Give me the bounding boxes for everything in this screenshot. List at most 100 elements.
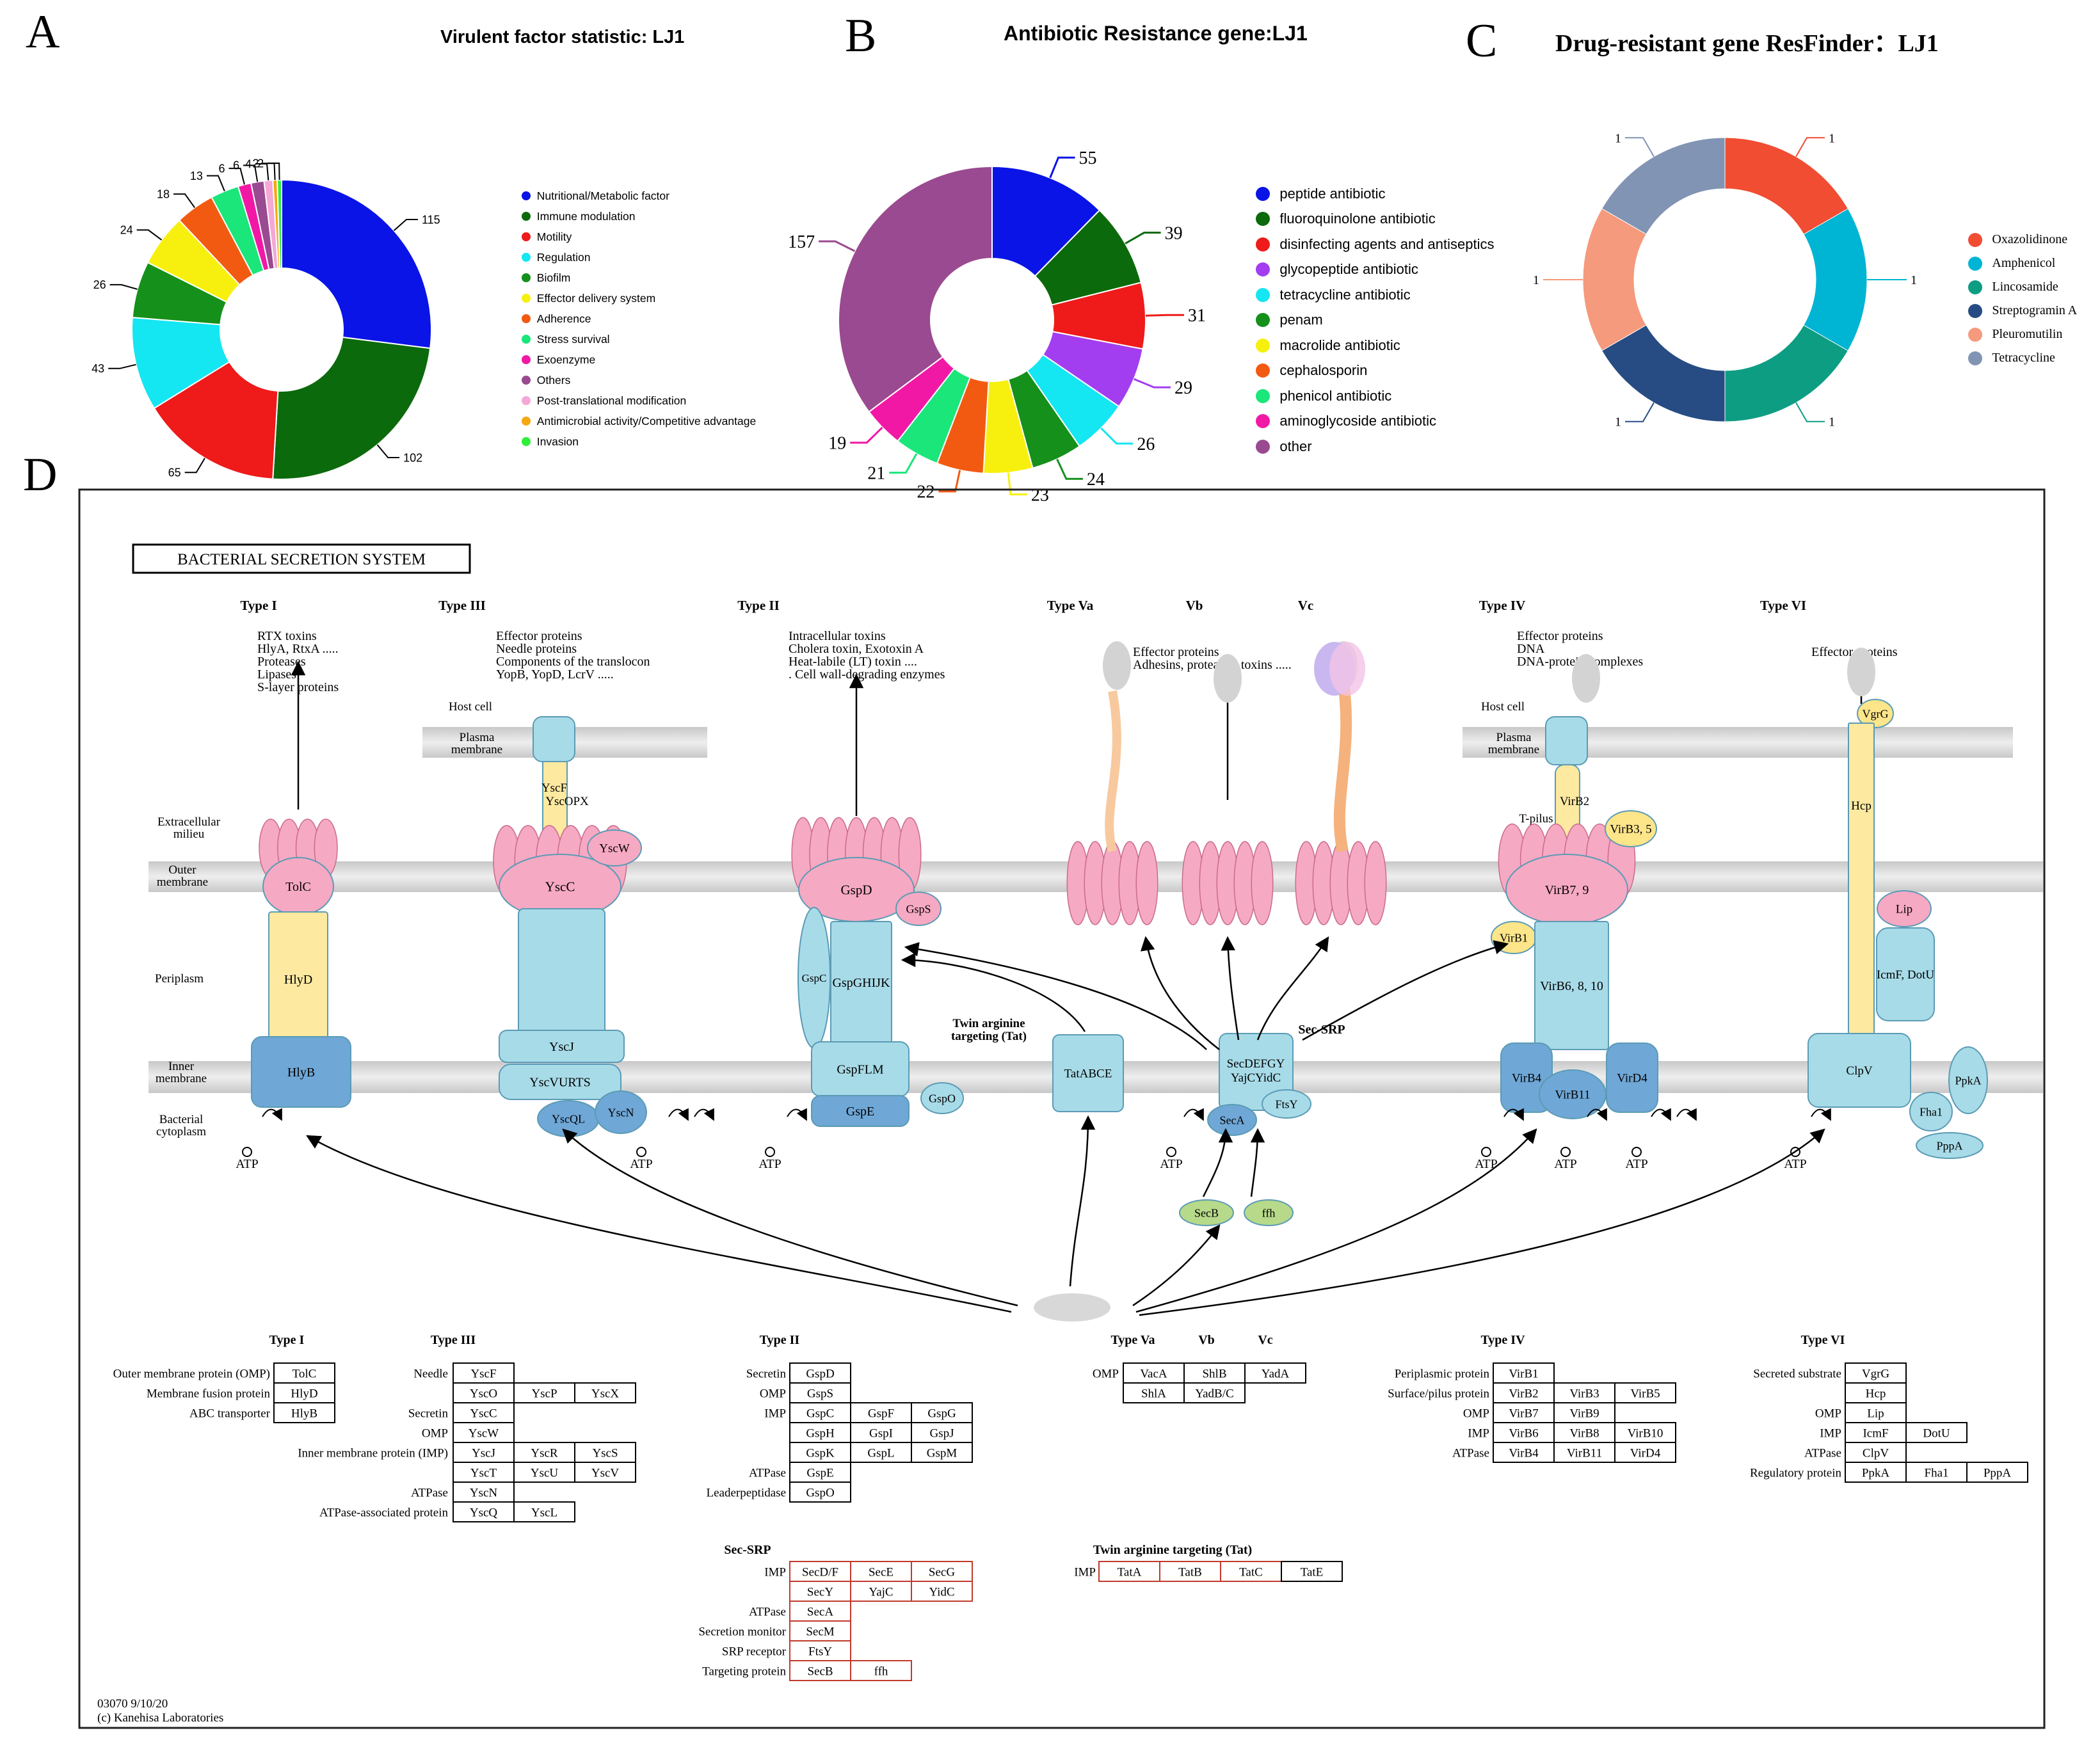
table-type6-cell — [1845, 1422, 1907, 1443]
secreted-type3: Effector proteins — [496, 629, 582, 643]
legend-swatch — [1968, 256, 1982, 271]
secreted-type3: YopB, YopD, LcrV ..... — [496, 667, 614, 682]
legend-item-disinfecting-agents-and-antiseptics: disinfecting agents and antiseptics — [1256, 232, 1495, 257]
type3-basal-body — [518, 908, 605, 1037]
protein-virb6810 — [1534, 921, 1609, 1050]
kegg-title: BACTERIAL SECRETION SYSTEM — [177, 551, 426, 568]
table-type1-gene-hlyd: HlyD — [291, 1387, 317, 1400]
table-tat-gene-tate: TatE — [1301, 1565, 1324, 1579]
legend-swatch — [1256, 439, 1270, 454]
protein-yscn — [595, 1090, 647, 1134]
legend-item-glycopeptide-antibiotic: glycopeptide antibiotic — [1256, 257, 1495, 283]
leader-line — [136, 229, 163, 241]
legend-item-aminoglycoside-antibiotic: aminoglycoside antibiotic — [1256, 409, 1495, 435]
protein-pppa-label: PppA — [1936, 1139, 1962, 1152]
type-label-type-iv: Type IV — [1479, 598, 1526, 613]
table-type6-gene-dotu: DotU — [1923, 1426, 1950, 1440]
pathway-arrow — [1302, 940, 1509, 1041]
table-type6-row-label: IMP — [1820, 1426, 1841, 1440]
table-type2-gene-gspo: GspO — [806, 1486, 834, 1499]
table-type1-gene-hlyb: HlyB — [291, 1407, 317, 1420]
pathway-arrow — [901, 952, 1086, 1032]
protein-gsps-label: GspS — [906, 902, 931, 915]
leader-line — [1056, 458, 1083, 480]
legend-label: Immune modulation — [536, 209, 636, 223]
table-type4-gene-virb6: VirB6 — [1509, 1426, 1538, 1440]
legend-swatch — [1968, 232, 1982, 247]
data-label: 1 — [1829, 131, 1835, 145]
table-secsrp-gene-secg: SecG — [929, 1565, 955, 1579]
compartment-inner-membrane: membrane — [156, 1072, 207, 1085]
slice-streptogramin-a — [1601, 324, 1726, 422]
table-secsrp-cell — [850, 1581, 912, 1602]
table-type3-row-label: OMP — [422, 1426, 448, 1440]
chart-b-title: Antibiotic Resistance gene:LJ1 — [1004, 22, 1308, 45]
secreted-type2: Intracellular toxins — [789, 629, 886, 643]
protein-yscopx: YscOPX — [545, 795, 589, 808]
slice-amphenicol — [1803, 208, 1868, 351]
legend-label: Effector delivery system — [536, 291, 656, 305]
leader-line — [268, 163, 280, 180]
legend-swatch — [1256, 388, 1270, 403]
legend-swatch — [522, 396, 531, 405]
secreted-type3: Needle proteins — [496, 642, 577, 656]
protein-fha1-label: Fha1 — [1920, 1105, 1943, 1118]
legend-item-exoenzyme: Exoenzyme — [522, 349, 756, 370]
legend-swatch — [522, 376, 531, 385]
legend-item-phenicol-antibiotic: phenicol antibiotic — [1256, 383, 1495, 409]
table-type3-gene-yscs: YscS — [592, 1446, 618, 1460]
secreted-substrate — [1214, 654, 1242, 703]
table-type6-gene-ppka: PpkA — [1862, 1466, 1890, 1480]
table-type2-gene-gspj: GspJ — [929, 1426, 954, 1440]
table-type2-row-label: Secretin — [746, 1367, 787, 1380]
secreted-type2: Heat-labile (LT) toxin .... — [789, 655, 917, 669]
table-secsrp-gene-secd-f: SecD/F — [802, 1565, 838, 1579]
legend-label: Others — [536, 373, 571, 387]
compartment-host-cell-right: Host cell — [1481, 700, 1525, 714]
protein-virb2: VirB2 — [1560, 795, 1589, 808]
chart-a-title: Virulent factor statistic: LJ1 — [440, 27, 685, 47]
legend-label: Antimicrobial activity/Competitive advan… — [536, 414, 757, 427]
table-type3-gene-yscn: YscN — [470, 1486, 498, 1499]
needle-tip — [533, 716, 575, 762]
pathway-arrow — [1132, 1224, 1221, 1307]
table-type6-gene-clpv: ClpV — [1863, 1446, 1889, 1460]
legend-swatch — [1256, 186, 1270, 201]
compartment-plasma-membrane: Plasma — [460, 731, 495, 744]
protein-lip-label: Lip — [1896, 903, 1912, 916]
secreted-type1: HlyA, RtxA ..... — [257, 642, 339, 656]
table-type2-row-label: Leaderpeptidase — [707, 1486, 786, 1499]
leader-line — [206, 175, 225, 192]
protein-gsps — [895, 891, 942, 926]
pathway-arrow — [1221, 936, 1240, 1041]
table-secsrp-cell — [911, 1561, 973, 1582]
legend-item-cephalosporin: cephalosporin — [1256, 358, 1495, 384]
atp-arrow — [787, 1108, 807, 1121]
leader-line — [1625, 137, 1655, 157]
kegg-footer-copy: (c) Kanehisa Laboratories — [97, 1711, 223, 1725]
table-tat-cell — [1220, 1561, 1282, 1582]
legend-label: fluoroquinolone antibiotic — [1279, 211, 1436, 227]
leader-line — [889, 453, 918, 474]
table-secsrp-cell — [911, 1581, 973, 1602]
atp-marker — [1560, 1147, 1571, 1157]
type-label-type-iii: Type III — [438, 598, 486, 613]
table-type6-cell — [1845, 1442, 1907, 1463]
table-type4-gene-virb7: VirB7 — [1509, 1407, 1538, 1420]
type-label-type-ii: Type II — [737, 598, 780, 613]
table-type6-title: Type VI — [1801, 1333, 1845, 1347]
data-label: 55 — [1079, 148, 1097, 168]
table-secsrp-gene-secm: SecM — [806, 1625, 834, 1638]
table-type5-gene-yada: YadA — [1262, 1367, 1290, 1380]
table-type4-gene-virb9: VirB9 — [1569, 1407, 1599, 1420]
table-tat-gene-tatc: TatC — [1239, 1565, 1263, 1579]
table-tat-cell — [1098, 1561, 1160, 1582]
table-type6-cell — [1905, 1422, 1968, 1443]
protein-yscj — [499, 1030, 625, 1063]
table-type3-row-label: ATPase-associated protein — [319, 1506, 449, 1519]
table-type2-gene-gspe: GspE — [806, 1466, 833, 1480]
atp-arrow — [1587, 1108, 1607, 1121]
data-label: 24 — [120, 224, 133, 237]
